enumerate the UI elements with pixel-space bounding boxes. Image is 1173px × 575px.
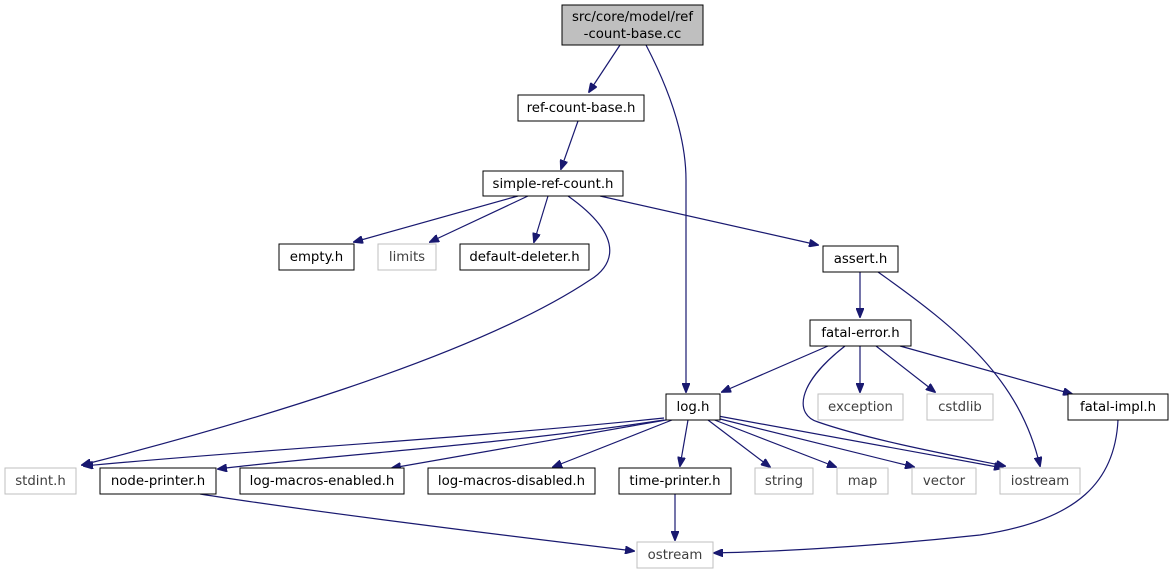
node-label: iostream	[1011, 474, 1069, 489]
node-cstdlib[interactable]: cstdlib	[926, 393, 994, 421]
edge-fatal-error-h-to-log-h	[722, 345, 829, 392]
node-label: exception	[828, 400, 893, 415]
node-log-h[interactable]: log.h	[665, 393, 721, 421]
edge-log-h-to-stdint-h	[84, 417, 665, 466]
edge-simple-ref-count-h-to-empty-h	[354, 195, 519, 242]
edge-root-to-log-h	[645, 44, 686, 392]
node-ref-count-base-h[interactable]: ref-count-base.h	[517, 94, 645, 122]
node-label: log-macros-disabled.h	[438, 474, 585, 489]
edge-simple-ref-count-h-to-assert-h	[599, 195, 818, 245]
edge-fatal-impl-h-to-ostream	[714, 419, 1119, 553]
node-fatal-impl-h[interactable]: fatal-impl.h	[1067, 393, 1169, 421]
root-node-label-line2: -count-base.cc	[584, 27, 682, 42]
edge-ref-count-base-h-to-simple-ref-count-h	[561, 120, 579, 169]
edge-log-h-to-vector	[715, 417, 914, 467]
node-exception[interactable]: exception	[817, 393, 904, 421]
edge-log-h-to-map	[711, 418, 836, 467]
node-label: string	[765, 474, 803, 489]
edge-simple-ref-count-h-to-limits	[430, 195, 529, 242]
node-assert-h[interactable]: assert.h	[822, 245, 899, 273]
root-node-label-line1: src/core/model/ref	[572, 10, 693, 25]
edges	[82, 44, 1119, 553]
node-label: ref-count-base.h	[527, 101, 636, 116]
node-log-macros-disabled-h[interactable]: log-macros-disabled.h	[427, 467, 596, 495]
node-label: ostream	[648, 548, 703, 563]
edge-node-printer-h-to-ostream	[199, 493, 634, 551]
node-limits[interactable]: limits	[377, 243, 437, 271]
edge-fatal-error-h-to-fatal-impl-h	[899, 345, 1072, 394]
node-label: vector	[923, 474, 966, 489]
edge-log-h-to-time-printer-h	[680, 419, 689, 466]
node-vector[interactable]: vector	[911, 467, 977, 495]
node-node-printer-h[interactable]: node-printer.h	[99, 467, 217, 495]
node-label: map	[848, 474, 878, 489]
edge-simple-ref-count-h-to-default-deleter-h	[534, 195, 549, 242]
node-default-deleter-h[interactable]: default-deleter.h	[459, 243, 590, 271]
edge-log-h-to-iostream	[717, 415, 1003, 468]
node-label: node-printer.h	[111, 474, 205, 489]
node-label: cstdlib	[938, 400, 982, 415]
node-simple-ref-count-h[interactable]: simple-ref-count.h	[482, 170, 624, 197]
node-label: fatal-error.h	[821, 326, 899, 341]
edge-simple-ref-count-h-to-stdint-h	[82, 195, 611, 465]
edge-root-to-ref-count-base-h	[589, 44, 621, 92]
node-ostream[interactable]: ostream	[636, 541, 714, 569]
node-stdint-h[interactable]: stdint.h	[4, 467, 77, 495]
node-label: log-macros-enabled.h	[250, 474, 395, 489]
node-label: log.h	[677, 400, 710, 415]
edge-assert-h-to-iostream	[877, 271, 1040, 466]
node-label: assert.h	[834, 252, 888, 267]
node-label: stdint.h	[15, 474, 66, 489]
node-time-printer-h[interactable]: time-printer.h	[618, 467, 732, 495]
node-label: limits	[389, 250, 425, 265]
node-fatal-error-h[interactable]: fatal-error.h	[809, 319, 912, 347]
node-label: default-deleter.h	[469, 250, 579, 265]
node-iostream[interactable]: iostream	[999, 467, 1081, 495]
node-label: simple-ref-count.h	[493, 177, 614, 192]
node-log-macros-enabled-h[interactable]: log-macros-enabled.h	[239, 467, 405, 495]
node-empty-h[interactable]: empty.h	[278, 243, 355, 271]
root-node[interactable]: src/core/model/ref -count-base.cc	[561, 4, 704, 46]
edge-log-h-to-log-macros-disabled-h	[553, 419, 673, 467]
edge-fatal-error-h-to-iostream	[802, 345, 1005, 466]
edge-log-h-to-log-macros-enabled-h	[392, 419, 667, 468]
node-map[interactable]: map	[836, 467, 889, 495]
node-label: fatal-impl.h	[1080, 400, 1156, 415]
edge-fatal-error-h-to-cstdlib	[875, 345, 935, 392]
edge-log-h-to-string	[707, 419, 770, 467]
edge-log-h-to-node-printer-h	[218, 419, 665, 469]
node-label: empty.h	[290, 250, 343, 265]
node-label: time-printer.h	[629, 474, 720, 489]
node-string[interactable]: string	[754, 467, 814, 495]
